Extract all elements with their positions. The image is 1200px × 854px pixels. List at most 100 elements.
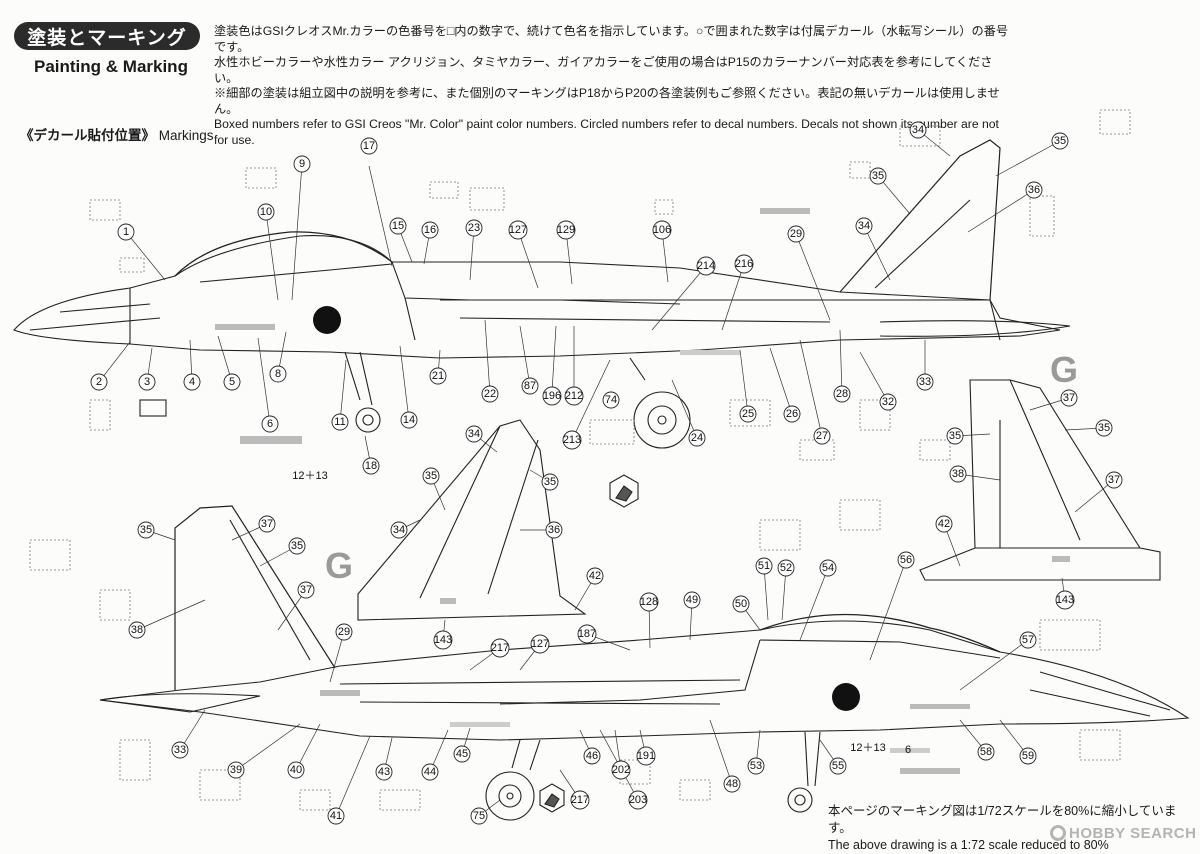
callout-17: 17 <box>363 140 375 152</box>
fin-callout-34: 34 <box>468 428 480 440</box>
callout-21: 21 <box>432 370 444 382</box>
scale-note-ja: 本ページのマーキング図は1/72スケールを80%に縮小しています。 <box>828 804 1177 835</box>
bottom-callout-39: 39 <box>230 764 242 776</box>
callout-74: 74 <box>605 394 617 406</box>
callout-14: 14 <box>403 414 415 426</box>
bottom-callout-55: 55 <box>832 760 844 772</box>
bottom-callout-127: 128 <box>640 596 658 608</box>
fin-callout-143: 143 <box>434 634 452 646</box>
bottom-callout-203: 217 <box>571 794 589 806</box>
bottom-callout-37b: 37 <box>300 584 312 596</box>
callout-36: 36 <box>1028 184 1040 196</box>
callout-34: 34 <box>912 124 924 136</box>
markings-heading-ja: 《デカール貼付位置》 <box>20 128 155 143</box>
callout-10: 10 <box>260 206 272 218</box>
callout-26: 26 <box>786 408 798 420</box>
intro-line-2: 水性ホビーカラーや水性カラー アクリジョン、タミヤカラー、ガイアカラーをご使用の… <box>214 55 993 85</box>
bottom-callout-106: 127 <box>531 638 549 650</box>
fin-callout-35b: 35 <box>544 476 556 488</box>
fin-callout-42: 42 <box>589 570 601 582</box>
fin-callout-35d: 35 <box>1098 422 1110 434</box>
bottom-callout-29: 29 <box>338 626 350 638</box>
bottom-callout-59: 59 <box>1022 750 1034 762</box>
watermark-text: HOBBY SEARCH <box>1069 825 1197 842</box>
bottom-callout-35b: 35 <box>291 540 303 552</box>
callout-34b: 34 <box>858 220 870 232</box>
bottom-callout-75: 75 <box>473 810 485 822</box>
bottom-callout-50: 50 <box>735 598 747 610</box>
callout-2: 2 <box>96 376 102 388</box>
callout-127: 127 <box>509 224 527 236</box>
callout-15: 15 <box>392 220 404 232</box>
markings-heading: 《デカール貼付位置》 Markings <box>20 124 214 144</box>
bottom-callout-12-13: 12＋13 <box>850 742 885 754</box>
callout-28: 28 <box>836 388 848 400</box>
hobby-search-watermark: HOBBY SEARCH <box>1050 825 1196 842</box>
callout-213: 213 <box>563 434 581 446</box>
section-title-ja: 塗装とマーキング <box>14 22 200 50</box>
bottom-callout-217: 217 <box>491 642 509 654</box>
callout-16: 16 <box>424 224 436 236</box>
decal-callouts: 1 2 3 4 5 6 8 9 10 11 12＋13 14 15 16 17 … <box>90 121 1123 825</box>
section-title-en: Painting & Marking <box>34 57 188 76</box>
bottom-callout-128: 187 <box>578 628 596 640</box>
intro-line-4: Boxed numbers refer to GSI Creos "Mr. Co… <box>214 117 999 147</box>
bottom-callout-187: 191 <box>637 750 655 762</box>
callout-23: 23 <box>468 222 480 234</box>
callout-214: 214 <box>697 260 715 272</box>
bottom-callout-35: 35 <box>140 524 152 536</box>
callout-8: 8 <box>275 368 281 380</box>
callout-12-13: 12＋13 <box>292 470 327 482</box>
bottom-callout-38: 38 <box>131 624 143 636</box>
scale-note: 本ページのマーキング図は1/72スケールを80%に縮小しています。 The ab… <box>828 803 1200 854</box>
fin-view-right <box>919 379 1161 581</box>
scale-note-en: The above drawing is a 1:72 scale reduce… <box>828 838 1109 852</box>
bottom-callout-54: 54 <box>822 562 834 574</box>
roundel-letter-g: G G <box>325 349 1078 586</box>
bottom-callout-52: 52 <box>780 562 792 574</box>
fin-callout-35c: 35 <box>949 430 961 442</box>
callout-35: 35 <box>872 170 884 182</box>
fin-callout-38: 38 <box>952 468 964 480</box>
markings-heading-en: Markings <box>158 128 214 143</box>
callout-25: 25 <box>742 408 754 420</box>
intro-text: 塗装色はGSIクレオスMr.カラーの色番号を□内の数字で、続けて色名を指示してい… <box>214 24 1014 148</box>
bottom-callout-56: 56 <box>900 554 912 566</box>
fin-view-center <box>357 419 587 621</box>
bottom-callout-53: 53 <box>750 760 762 772</box>
callout-9: 9 <box>299 158 305 170</box>
bottom-callout-49: 49 <box>686 594 698 606</box>
fin-callout-35: 35 <box>425 470 437 482</box>
hex-mark-icon <box>609 474 639 508</box>
callout-1: 1 <box>123 226 129 238</box>
aircraft-side-view-right <box>29 499 1190 821</box>
callout-3: 3 <box>144 376 150 388</box>
roundel-letter-g-1: G <box>1050 349 1078 390</box>
bottom-callout-33: 33 <box>174 744 186 756</box>
callout-11: 11 <box>334 416 345 428</box>
callout-27: 27 <box>816 430 828 442</box>
bottom-callout-202: 203 <box>629 794 647 806</box>
bottom-callout-45: 45 <box>456 748 468 760</box>
callout-5: 5 <box>229 376 235 388</box>
bottom-callout-57: 57 <box>1022 634 1034 646</box>
bottom-callout-43: 43 <box>378 766 390 778</box>
bottom-callout-48: 48 <box>726 778 738 790</box>
callout-33: 33 <box>919 376 931 388</box>
callout-216: 216 <box>735 258 753 270</box>
bottom-callout-6: 6 <box>905 744 911 756</box>
callout-106: 106 <box>653 224 671 236</box>
bottom-callout-58: 58 <box>980 746 992 758</box>
bottom-callout-40: 40 <box>290 764 302 776</box>
fin-callout-42b: 42 <box>938 518 950 530</box>
intro-line-1: 塗装色はGSIクレオスMr.カラーの色番号を□内の数字で、続けて色名を指示してい… <box>214 24 1009 54</box>
fin-callout-143b: 143 <box>1056 594 1074 606</box>
fin-callout-36: 36 <box>548 524 560 536</box>
bottom-callout-44: 44 <box>424 766 436 778</box>
callout-18: 18 <box>365 460 377 472</box>
callout-35b: 35 <box>1054 135 1066 147</box>
intro-line-3: ※細部の塗装は組立図中の説明を参考に、また個別のマーキングはP18からP20の各… <box>214 86 1000 116</box>
callout-129: 129 <box>557 224 575 236</box>
callout-29: 29 <box>790 228 802 240</box>
